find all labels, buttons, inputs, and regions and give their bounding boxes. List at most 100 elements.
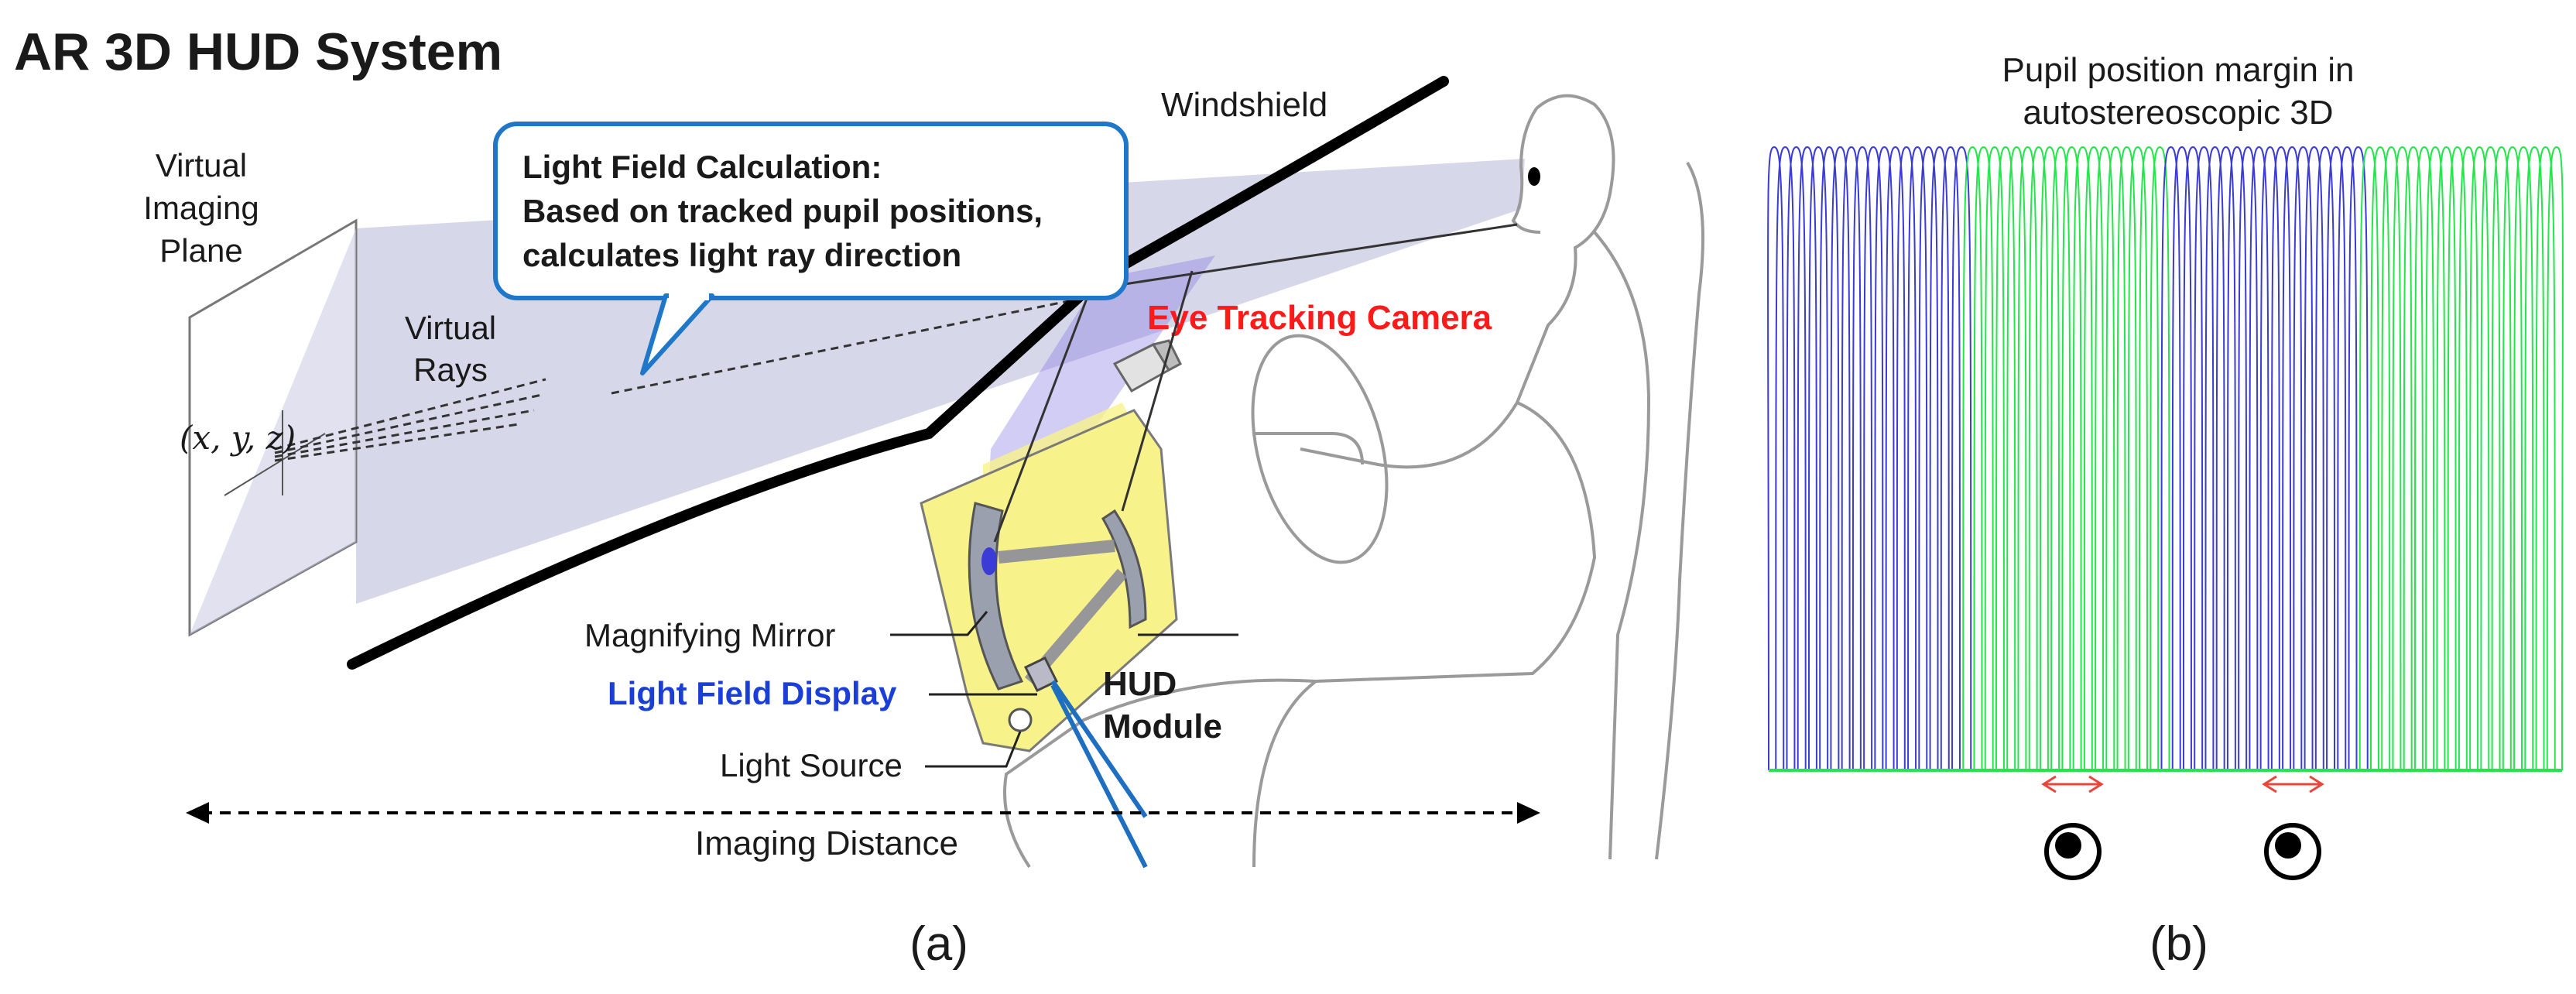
right-eye-icon [2264,823,2321,880]
light-source-label: Light Source [720,747,903,783]
virtual-rays-label: Virtual Rays [405,310,496,388]
viewing-zone-lobe [2458,146,2479,771]
svg-text:Rays: Rays [413,351,488,388]
viewing-zone-lobe [2480,146,2501,771]
viewing-zone-lobe [2017,146,2038,771]
viewing-zone-curves [1766,146,2564,771]
viewing-zone-lobe [2502,146,2523,771]
driver-eye [1528,167,1540,186]
viewing-zone-lobe [2160,146,2181,771]
viewing-zone-lobe [2215,146,2236,771]
svg-text:Imaging: Imaging [143,190,259,226]
viewing-zone-lobe [2095,146,2115,771]
svg-text:Pupil position margin in: Pupil position margin in [2002,51,2355,89]
svg-text:autostereoscopic 3D: autostereoscopic 3D [2023,94,2333,132]
viewing-zone-lobe [2116,146,2137,771]
viewing-zone-lobe [2337,146,2358,771]
imaging-distance-arrow [186,802,1540,824]
viewing-zone-lobe [1852,146,1873,771]
viewing-zone-lobe [2293,146,2314,771]
plane-axis [224,433,326,496]
panel-b: Pupil position margin in autostereoscopi… [1766,51,2564,971]
light-field-callout: Light Field Calculation: Based on tracke… [493,122,1129,375]
viewing-zone-lobe [1807,146,1829,771]
viewing-zone-lobe [2348,146,2369,771]
viewing-zone-lobe [2039,146,2060,771]
viewing-zone-lobe [2150,146,2170,771]
panel-b-title: Pupil position margin in autostereoscopi… [2002,51,2355,132]
viewing-zone-lobe [2314,146,2336,771]
left-eye-icon [2044,823,2102,880]
windshield [347,76,1449,670]
viewing-zone-lobe [2061,146,2082,771]
viewing-zone-lobe [2226,146,2248,771]
svg-text:Module: Module [1103,708,1222,746]
fold-mirror [1101,509,1147,629]
mirror-focus [981,547,997,575]
viewing-zone-lobe [2182,146,2204,771]
viewing-zone-lobe [2028,146,2049,771]
viewing-zone-lobe [2546,146,2564,771]
light-source [1008,708,1033,732]
viewing-zone-lobe [1863,146,1884,771]
viewing-zone-lobe [2491,146,2512,771]
viewing-zone-lobe [2127,146,2149,771]
caption-a: (a) [909,917,968,971]
viewing-zone-lobe [2524,146,2545,771]
viewing-zone-lobe [2282,146,2303,771]
virtual-rays [274,296,1084,462]
viewing-zone-lobe [1896,146,1917,771]
viewing-zone-lobe [2050,146,2071,771]
viewing-zone-lobe [1775,146,1796,771]
viewing-zone-lobe [1907,146,1928,771]
viewing-zone-lobe [1918,146,1939,771]
viewing-zone-lobe [1929,146,1950,771]
panel-a: (x, y, z) Virtual Imaging Plane Virtual … [143,76,1704,971]
viewing-zone-lobe [1962,146,1983,771]
optical-path [993,223,1518,543]
viewing-zone-lobe [2447,146,2468,771]
viewing-zone-lobe [1830,146,1851,771]
callout-line2: Based on tracked pupil positions, [522,193,1043,229]
svg-text:Virtual: Virtual [405,310,496,346]
viewing-zone-lobe [2425,146,2446,771]
viewing-zone-lobe [2238,146,2259,771]
viewing-zone-lobe [2105,146,2126,771]
viewing-zone-lobe [1786,146,1807,771]
viewing-zone-lobe [1766,146,1785,771]
viewing-zone-lobe [2326,146,2347,771]
hud-module [920,409,1178,752]
viewing-zone-lobe [2436,146,2457,771]
svg-text:HUD: HUD [1103,665,1177,703]
viewing-zone-lobe [2194,146,2215,771]
viewing-zone-lobe [2513,146,2534,771]
magnifying-mirror-label: Magnifying Mirror [584,617,835,653]
viewing-zone-lobe [2358,146,2379,771]
viewing-zone-lobe [2204,146,2225,771]
viewing-zone-lobe [2381,146,2402,771]
light-field-display [1023,656,1059,692]
viewing-zone-lobe [2403,146,2424,771]
page-title: AR 3D HUD System [14,22,502,81]
viewing-zone-lobe [2249,146,2269,771]
imaging-distance-label: Imaging Distance [695,824,958,862]
viewing-zone-lobe [2413,146,2435,771]
viewing-zone-lobe [2139,146,2160,771]
leader-lines [890,611,1238,768]
viewing-zone-lobe [1885,146,1906,771]
viewing-zone-lobe [1841,146,1862,771]
viewing-zone-lobe [2304,146,2324,771]
light-field-display-label: Light Field Display [608,675,897,711]
viewing-zone-lobe [1995,146,2016,771]
hud-module-label: HUD Module [1103,665,1222,746]
coordinate-label: (x, y, z) [180,419,296,457]
viewing-zone-lobe [1797,146,1817,771]
driver-figure [1003,94,1704,869]
viewing-zone-lobe [1874,146,1895,771]
viewing-zone-lobe [2171,146,2192,771]
windshield-label: Windshield [1161,86,1327,124]
viewing-zone-lobe [2072,146,2093,771]
viewing-zone-lobe [2535,146,2556,771]
viewing-zone-lobe [1951,146,1972,771]
